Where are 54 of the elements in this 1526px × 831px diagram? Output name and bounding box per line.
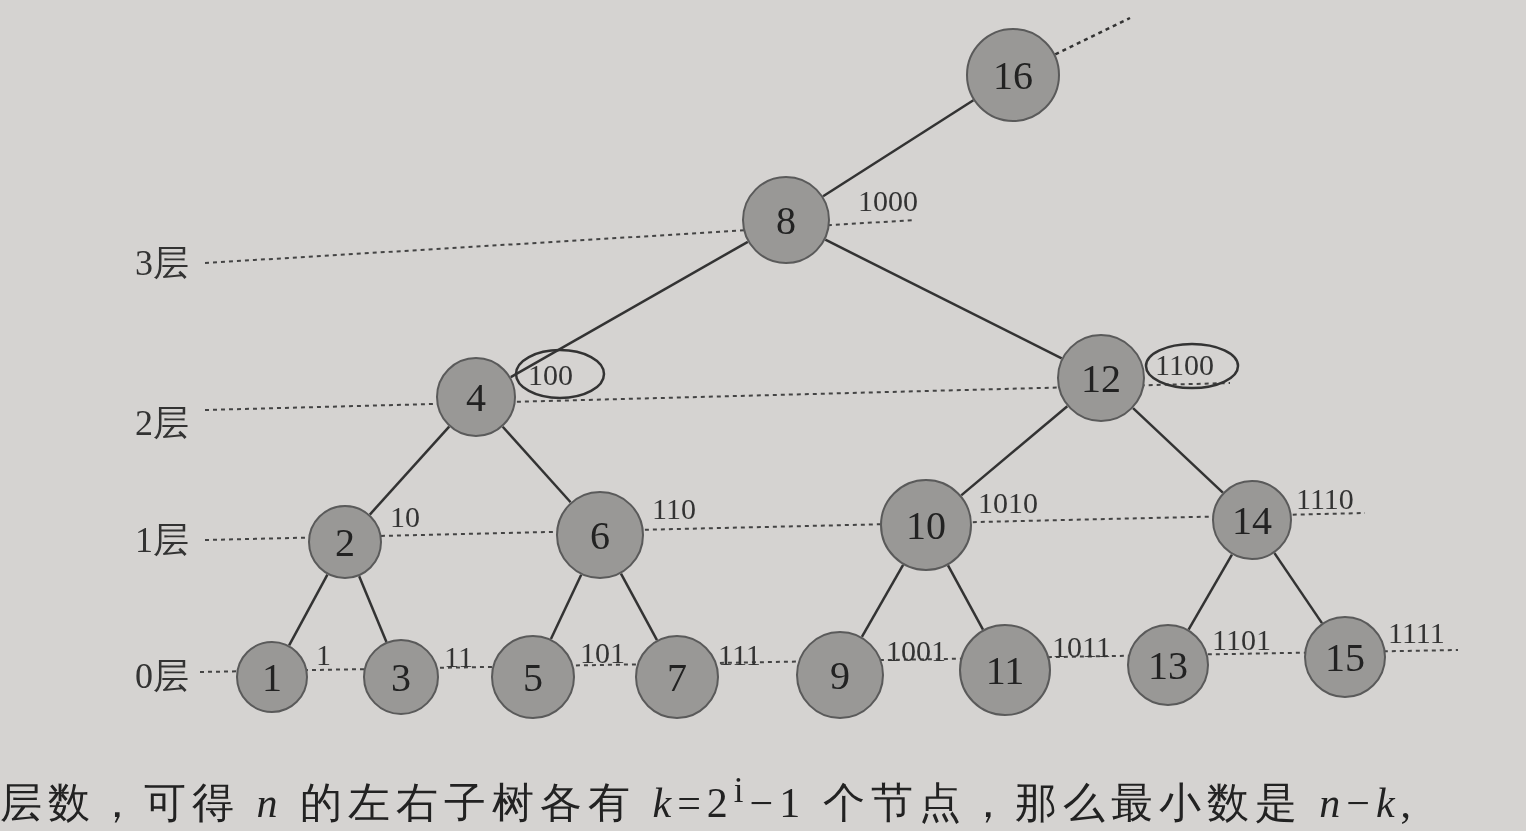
binary-label: 1111: [1388, 618, 1445, 648]
binary-label: 1011: [1052, 632, 1111, 662]
binary-label: 110: [652, 494, 696, 524]
node-number: 11: [985, 646, 1025, 694]
tree-node: [308, 505, 382, 579]
binary-label: 111: [718, 640, 761, 670]
tree-edge: [368, 425, 451, 516]
node-number: 10: [906, 501, 946, 549]
node-number: 4: [466, 373, 486, 421]
tree-edge: [860, 564, 905, 638]
tree-edge: [510, 240, 749, 379]
binary-label: 10: [390, 502, 420, 532]
node-number: 5: [523, 653, 543, 701]
binary-label: 100: [528, 360, 573, 390]
node-number: 1: [262, 653, 282, 701]
node-number: 8: [776, 196, 796, 244]
level-label: 3层: [135, 245, 189, 281]
tree-edge: [549, 574, 583, 640]
node-number: 12: [1081, 354, 1121, 402]
binary-label: 1101: [1212, 625, 1271, 655]
binary-label: 101: [580, 638, 625, 668]
node-number: 3: [391, 653, 411, 701]
node-number: 16: [993, 51, 1033, 99]
node-number: 14: [1232, 496, 1272, 544]
node-number: 15: [1325, 633, 1365, 681]
tree-edge: [288, 573, 329, 646]
tree-node: [1212, 480, 1292, 560]
tree-edge: [1132, 407, 1224, 494]
level-label: 0层: [135, 658, 189, 694]
binary-label: 11: [444, 642, 473, 672]
tree-edge: [946, 564, 985, 631]
node-number: 9: [830, 651, 850, 699]
tree-edge: [822, 99, 975, 198]
node-number: 2: [335, 518, 355, 566]
tree-edge: [501, 425, 572, 504]
node-number: 6: [590, 511, 610, 559]
tree-edge: [824, 238, 1063, 360]
binary-label: 1000: [858, 186, 918, 216]
binary-label: 1001: [886, 636, 946, 666]
node-number: 7: [667, 653, 687, 701]
tree-edge: [619, 573, 659, 641]
binary-label: 1010: [978, 488, 1038, 518]
node-number: 13: [1148, 641, 1188, 689]
caption: 层数，可得 n 的左右子树各有 k=2$^{i}$−1 个节点，那么最小数是 n−k,: [0, 770, 1418, 828]
binary-label: 1100: [1155, 350, 1214, 380]
tree-edge: [1187, 554, 1234, 631]
tree-edge: [1054, 16, 1131, 56]
level-label: 2层: [135, 405, 189, 441]
tree-edge: [1273, 552, 1323, 624]
binary-label: 1: [316, 640, 331, 670]
tree-edge: [960, 405, 1069, 497]
level-label: 1层: [135, 522, 189, 558]
tree-edge: [358, 575, 388, 643]
binary-label: 1110: [1296, 484, 1354, 514]
